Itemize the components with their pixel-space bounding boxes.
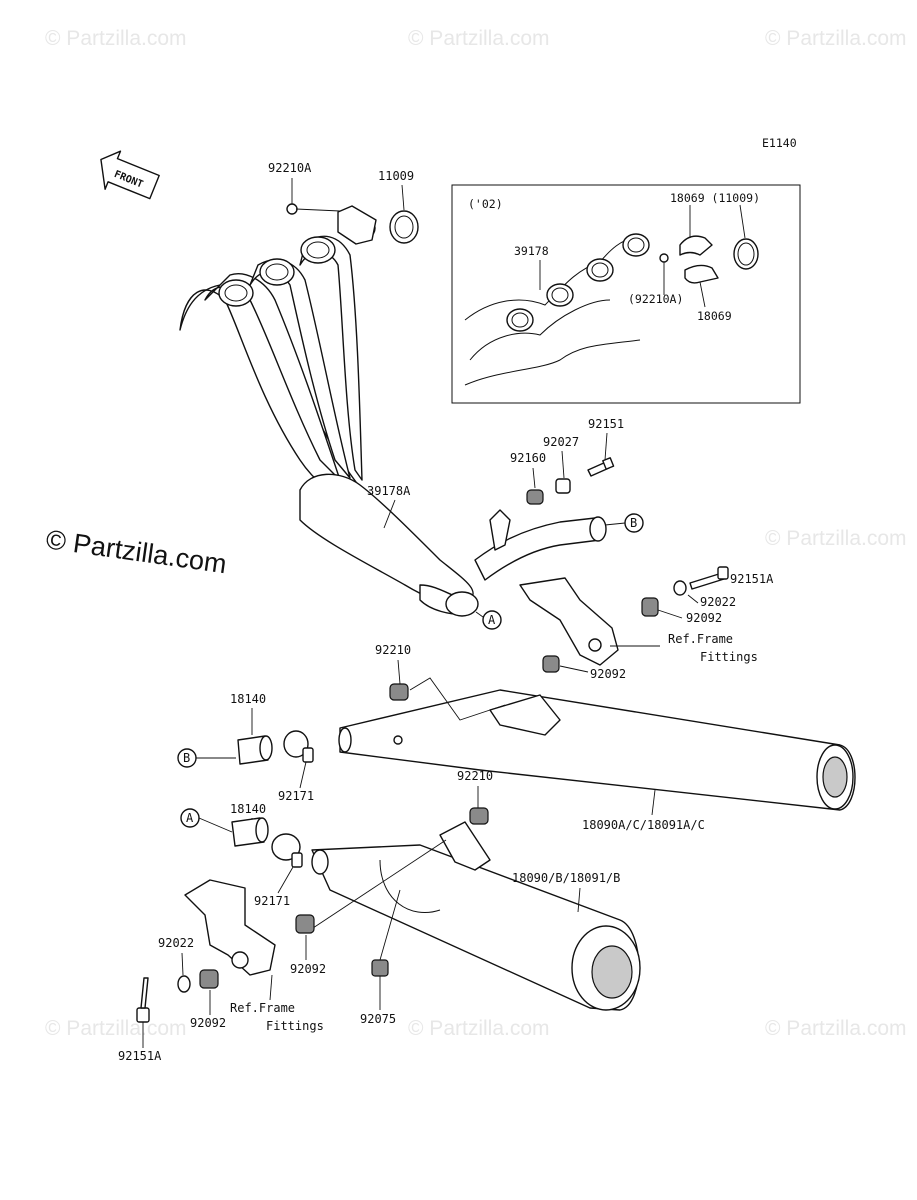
inset-part-18069: 18069 <box>697 309 732 323</box>
watermark-top-center: © Partzilla.com <box>408 27 550 50</box>
nut-92210-top <box>389 683 409 701</box>
diagram-code: E1140 <box>762 136 797 150</box>
label-fittings-right: Fittings <box>700 650 758 664</box>
inset-flange-top <box>679 235 713 256</box>
label-ref-frame-right: Ref.Frame <box>668 632 733 646</box>
inset-flange-bottom <box>684 264 719 284</box>
washer-92022-left <box>177 975 191 993</box>
label-18140-bottom: 18140 <box>230 802 266 816</box>
callout-B-lower: B <box>177 748 197 768</box>
label-39178A: 39178A <box>367 484 411 498</box>
nut-92210-mid <box>469 807 489 825</box>
inset-2002: ('02) 18069 (11009) 39178 (92210A) 18069 <box>451 184 801 404</box>
muffler-18090 <box>311 821 641 1011</box>
inset-part-18069-11009: 18069 (11009) <box>670 191 760 205</box>
callout-B-upper: B <box>624 513 644 533</box>
watermark-mid-right: © Partzilla.com <box>765 527 907 550</box>
bolt-92151A-right <box>689 566 729 590</box>
watermark-bottom-center: © Partzilla.com <box>408 1017 550 1040</box>
grommet-92092-right-2 <box>542 655 560 673</box>
clamp-92171-top <box>283 730 314 763</box>
sleeve-18140-bottom <box>231 817 269 847</box>
exhaust-header-39178A <box>179 203 607 617</box>
label-92092-left: 92092 <box>190 1016 226 1030</box>
label-18140-top: 18140 <box>230 692 266 706</box>
watermark-top-right: © Partzilla.com <box>765 27 907 50</box>
collar-92027 <box>555 478 571 494</box>
label-92151A-right: 92151A <box>730 572 774 586</box>
callout-A-lower: A <box>180 808 200 828</box>
clamp-92171-bottom <box>271 833 303 868</box>
label-92210-top: 92210 <box>375 643 411 657</box>
svg-text:B: B <box>630 516 637 530</box>
grommet-92092-left <box>199 969 219 989</box>
washer-92022-right <box>673 580 687 596</box>
label-11009: 11009 <box>378 169 414 183</box>
label-92027: 92027 <box>543 435 579 449</box>
label-18090A: 18090A/C/18091A/C <box>582 818 705 832</box>
inset-year-label: ('02) <box>468 197 503 211</box>
label-92151: 92151 <box>588 417 624 431</box>
nut-92210A <box>286 203 298 215</box>
inset-part-92210A: (92210A) <box>628 292 683 306</box>
label-92075: 92075 <box>360 1012 396 1026</box>
damper-92075 <box>371 959 389 977</box>
label-92210-mid: 92210 <box>457 769 493 783</box>
label-92022-right: 92022 <box>700 595 736 609</box>
callout-A-upper: A <box>482 610 502 630</box>
label-92022-left: 92022 <box>158 936 194 950</box>
svg-text:A: A <box>488 613 496 627</box>
svg-text:A: A <box>186 811 194 825</box>
bolt-92151 <box>587 457 615 477</box>
watermark-bottom-right: © Partzilla.com <box>765 1017 907 1040</box>
label-92171-bottom: 92171 <box>254 894 290 908</box>
label-92171-top: 92171 <box>278 789 314 803</box>
label-92160: 92160 <box>510 451 546 465</box>
muffler-18090A <box>338 689 856 811</box>
inset-nut <box>659 253 669 263</box>
grommet-92092-center <box>295 914 315 934</box>
svg-text:B: B <box>183 751 190 765</box>
mount-bracket-left <box>184 879 276 976</box>
label-fittings-left: Fittings <box>266 1019 324 1033</box>
mount-bracket-right <box>519 577 619 666</box>
label-92092-right-1: 92092 <box>686 611 722 625</box>
watermark-top-left: © Partzilla.com <box>45 27 187 50</box>
label-92092-center: 92092 <box>290 962 326 976</box>
watermark-main: © Partzilla.com <box>44 524 228 579</box>
label-18090: 18090/B/18091/B <box>512 871 620 885</box>
label-92210A: 92210A <box>268 161 312 175</box>
label-ref-frame-left: Ref.Frame <box>230 1001 295 1015</box>
inset-part-39178: 39178 <box>514 244 549 258</box>
gasket-11009 <box>389 210 419 244</box>
bolt-92151A-left <box>136 977 150 1023</box>
damper-92160 <box>526 489 544 505</box>
label-92151A-left: 92151A <box>118 1049 162 1063</box>
grommet-92092-right-1 <box>641 597 659 617</box>
watermark-bottom-left: © Partzilla.com <box>45 1017 187 1040</box>
sleeve-18140-top <box>237 735 273 765</box>
front-arrow-icon: FRONT <box>100 150 160 200</box>
label-92092-right-2: 92092 <box>590 667 626 681</box>
